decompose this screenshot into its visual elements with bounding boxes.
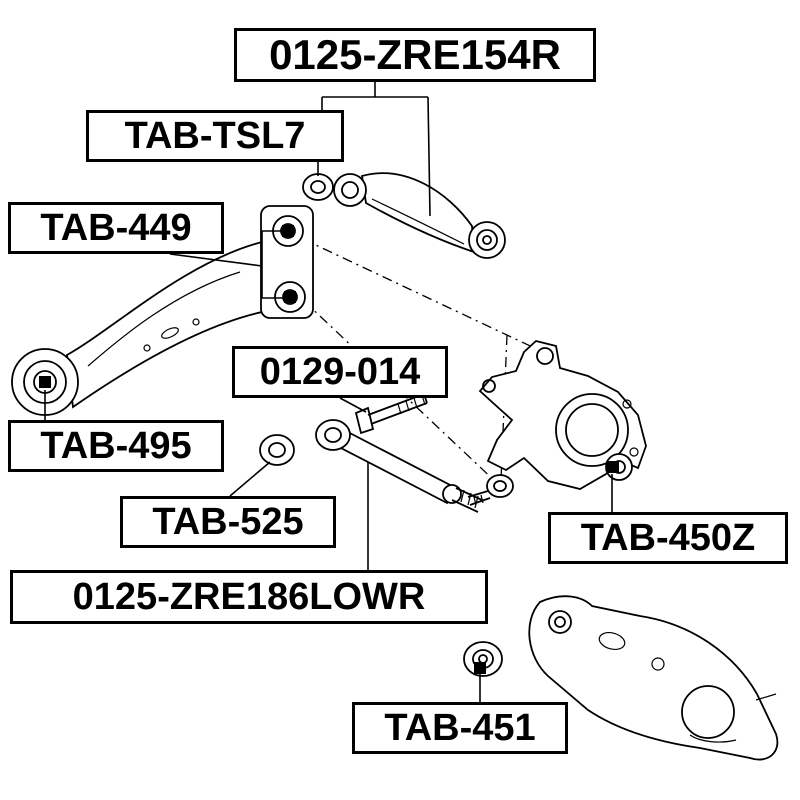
part-label-TAB-525: TAB-525: [120, 496, 336, 548]
knuckle-drawing: [467, 340, 647, 506]
leader-lines: [44, 82, 613, 702]
attachment-markers: [39, 225, 619, 674]
part-label-TAB-495: TAB-495: [8, 420, 224, 472]
small-bushing-525-drawing: [259, 434, 295, 466]
lower-arm-bushing-451-drawing: [463, 641, 503, 677]
part-label-TAB-449: TAB-449: [8, 202, 224, 254]
part-label-TAB-450Z: TAB-450Z: [548, 512, 788, 564]
upper-control-arm-drawing: [333, 172, 506, 259]
small-bushing-tsl7-drawing: [302, 173, 334, 201]
part-label-TAB-451: TAB-451: [352, 702, 568, 754]
part-label-TAB-TSL7: TAB-TSL7: [86, 110, 344, 162]
part-label-0125-ZRE186LOWR: 0125-ZRE186LOWR: [10, 570, 488, 624]
part-label-0125-ZRE154R: 0125-ZRE154R: [234, 28, 596, 82]
part-label-0129-014: 0129-014: [232, 346, 448, 398]
camber-bolt-drawing: [354, 393, 428, 435]
lateral-rod-drawing: [315, 419, 483, 513]
lower-arm-drawing: [528, 595, 779, 761]
